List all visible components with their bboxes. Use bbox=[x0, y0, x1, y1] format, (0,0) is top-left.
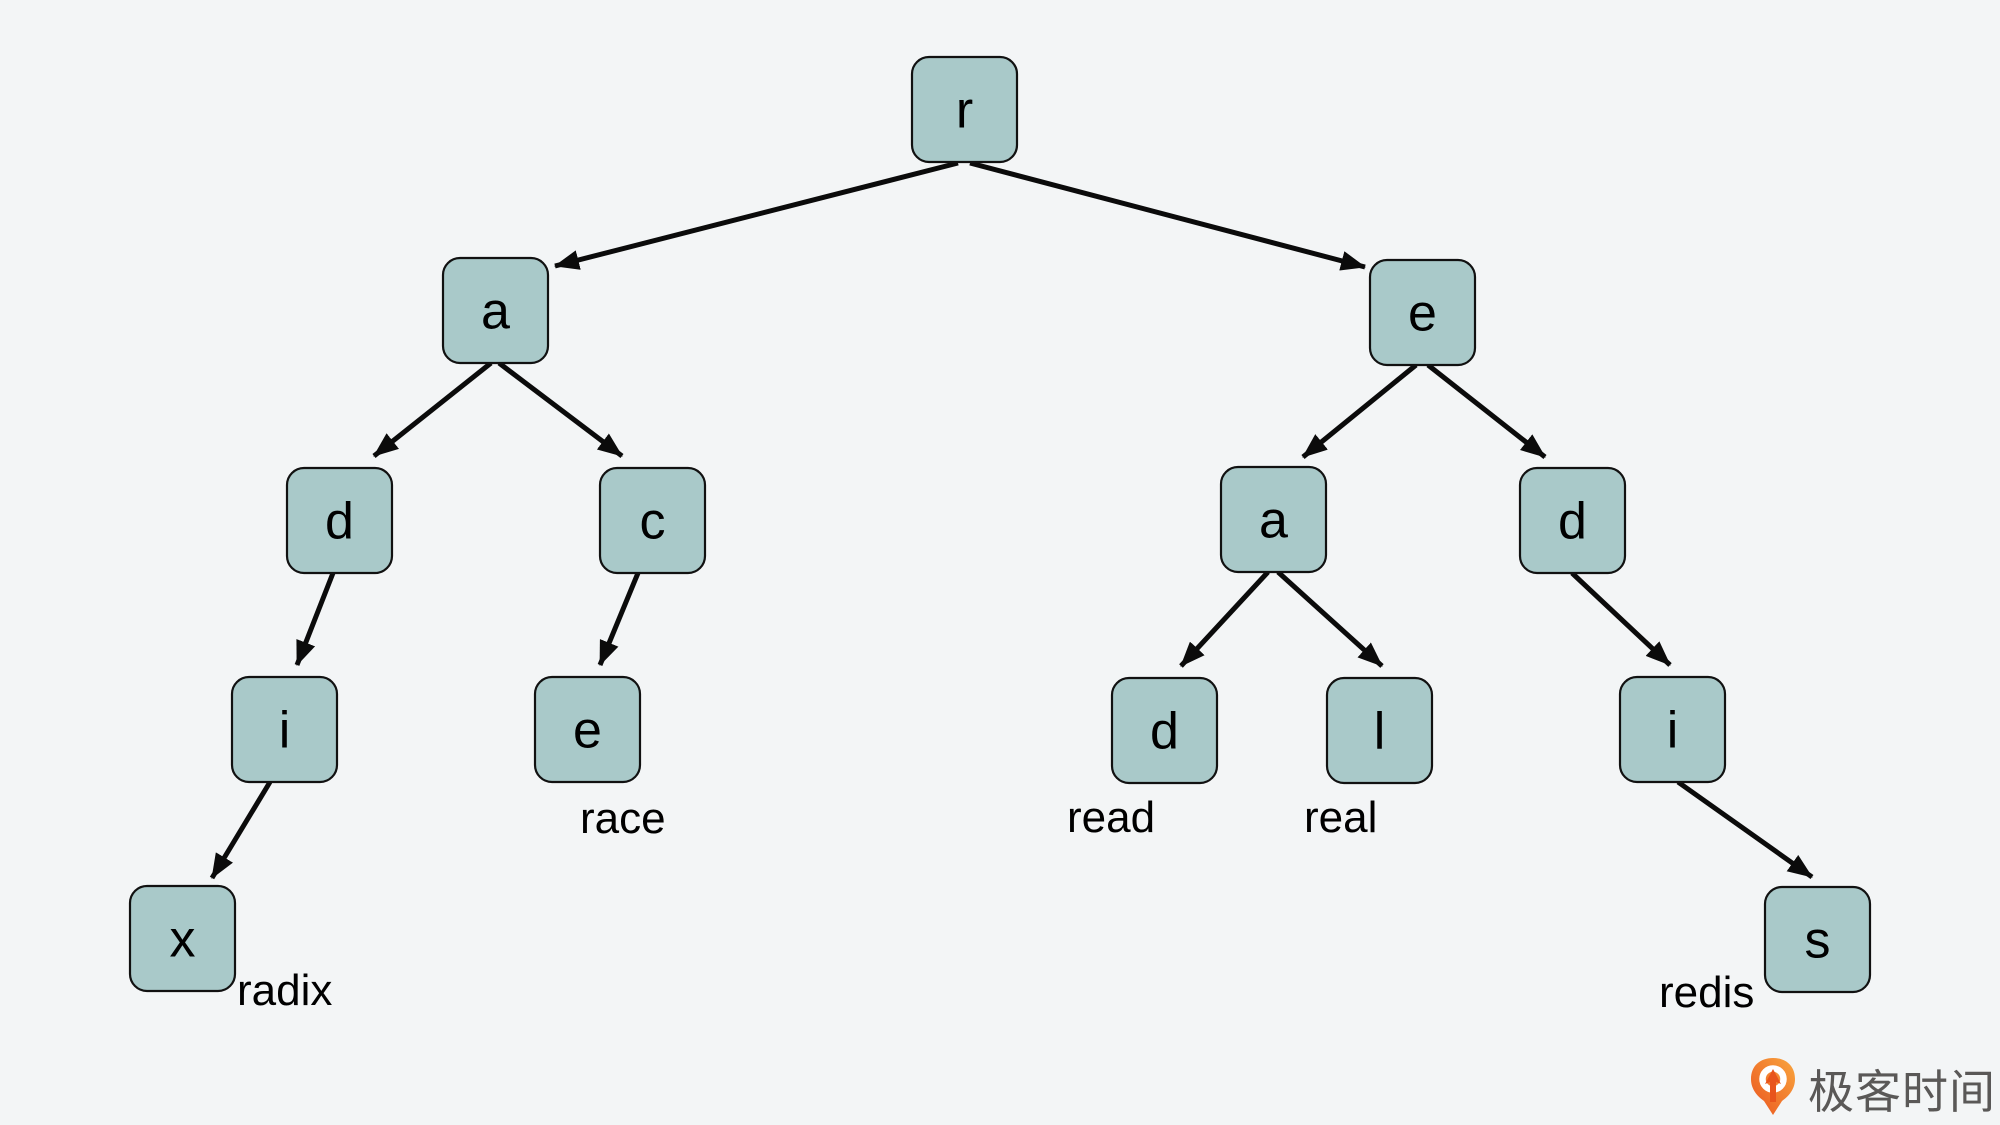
edge-i2-s1 bbox=[1676, 779, 1814, 880]
edge-r-a1 bbox=[554, 160, 959, 270]
node-box bbox=[230, 675, 339, 784]
tree-node-i1: i bbox=[230, 675, 339, 784]
node-letter: i bbox=[279, 702, 291, 760]
node-letter: l bbox=[1374, 703, 1386, 761]
node-letter: a bbox=[1259, 492, 1288, 550]
node-box bbox=[128, 884, 237, 993]
node-box bbox=[1219, 465, 1328, 574]
tree-node-d1: d bbox=[285, 466, 394, 575]
tree-node-l1: l bbox=[1325, 676, 1434, 785]
node-letter: s bbox=[1805, 912, 1831, 970]
edges-layer bbox=[209, 160, 1814, 880]
tree-node-e2: e bbox=[533, 675, 642, 784]
node-letter: d bbox=[1150, 703, 1179, 761]
tree-node-r: r bbox=[910, 55, 1019, 164]
tree-node-c1: c bbox=[598, 466, 707, 575]
node-box bbox=[533, 675, 642, 784]
word-label-redis: redis bbox=[1659, 968, 1754, 1017]
tree-node-d3: d bbox=[1110, 676, 1219, 785]
word-labels-layer: radix race read real redis bbox=[237, 793, 1754, 1017]
edge-e1-a2 bbox=[1301, 363, 1418, 459]
tree-node-a1: a bbox=[441, 256, 550, 365]
node-box bbox=[598, 466, 707, 575]
word-label-read: read bbox=[1067, 793, 1155, 842]
node-box bbox=[910, 55, 1019, 164]
tree-node-d2: d bbox=[1518, 466, 1627, 575]
node-box bbox=[1618, 675, 1727, 784]
node-letter: c bbox=[640, 493, 666, 551]
edge-a1-d1 bbox=[372, 361, 493, 458]
edge-e1-d2 bbox=[1426, 363, 1547, 459]
word-label-race: race bbox=[580, 794, 666, 843]
geektime-logo-icon bbox=[1751, 1058, 1795, 1115]
node-box bbox=[1763, 885, 1872, 994]
tree-node-s1: s bbox=[1763, 885, 1872, 994]
nodes-layer: r a e d c a d i e d l i x s bbox=[128, 55, 1872, 994]
edge-a2-l1 bbox=[1276, 570, 1384, 668]
node-letter: a bbox=[481, 283, 510, 341]
word-label-real: real bbox=[1304, 793, 1377, 842]
edge-a1-c1 bbox=[497, 361, 624, 458]
geektime-arrow bbox=[1765, 1069, 1781, 1102]
edge-d1-i1 bbox=[294, 572, 336, 666]
tree-node-a2: a bbox=[1219, 465, 1328, 574]
word-label-radix: radix bbox=[237, 966, 332, 1015]
node-letter: e bbox=[573, 702, 602, 760]
edge-i1-x1 bbox=[209, 780, 273, 880]
geektime-logo: 极客时间 bbox=[1751, 1058, 1996, 1118]
node-letter: i bbox=[1667, 702, 1679, 760]
edge-c1-e2 bbox=[597, 572, 641, 666]
tree-node-i2: i bbox=[1618, 675, 1727, 784]
node-box bbox=[1368, 258, 1477, 367]
node-box bbox=[285, 466, 394, 575]
node-letter: e bbox=[1408, 285, 1437, 343]
edge-d2-i2 bbox=[1570, 571, 1672, 667]
node-letter: d bbox=[1558, 493, 1587, 551]
node-box bbox=[1325, 676, 1434, 785]
node-letter: r bbox=[956, 82, 973, 140]
geektime-logo-text: 极客时间 bbox=[1808, 1066, 1996, 1118]
node-box bbox=[441, 256, 550, 365]
node-letter: d bbox=[325, 493, 354, 551]
edge-a2-d3 bbox=[1179, 570, 1270, 668]
edge-r-e1 bbox=[969, 160, 1366, 271]
tree-node-e1: e bbox=[1368, 258, 1477, 367]
node-box bbox=[1518, 466, 1627, 575]
node-letter: x bbox=[170, 911, 196, 969]
tree-node-x1: x bbox=[128, 884, 237, 993]
node-box bbox=[1110, 676, 1219, 785]
